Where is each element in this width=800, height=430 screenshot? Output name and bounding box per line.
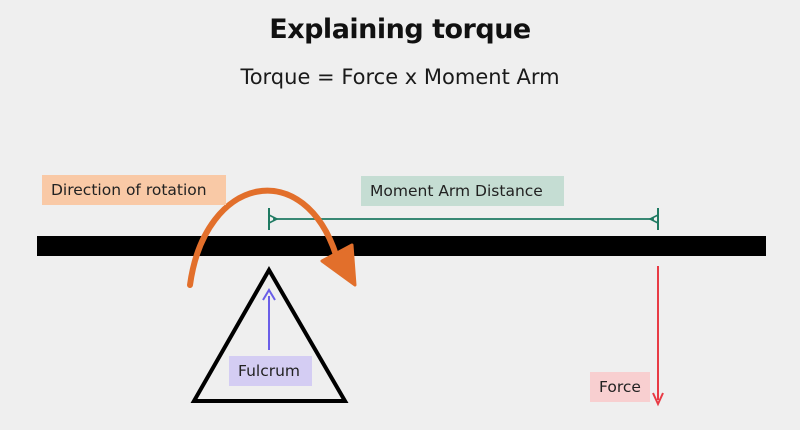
fulcrum-label: Fulcrum	[229, 356, 312, 386]
force-arrow	[652, 266, 664, 407]
force-label: Force	[590, 372, 650, 402]
diagram-title: Explaining torque	[269, 14, 531, 45]
torque-formula: Torque = Force x Moment Arm	[240, 65, 560, 89]
fulcrum-arrow	[262, 288, 276, 350]
direction-of-rotation-label: Direction of rotation	[42, 175, 226, 205]
lever-beam	[37, 236, 766, 256]
fulcrum-triangle	[190, 265, 349, 403]
moment-arm-arrow	[268, 208, 659, 230]
moment-arm-distance-label: Moment Arm Distance	[361, 176, 564, 206]
rotation-arrow	[187, 187, 357, 288]
